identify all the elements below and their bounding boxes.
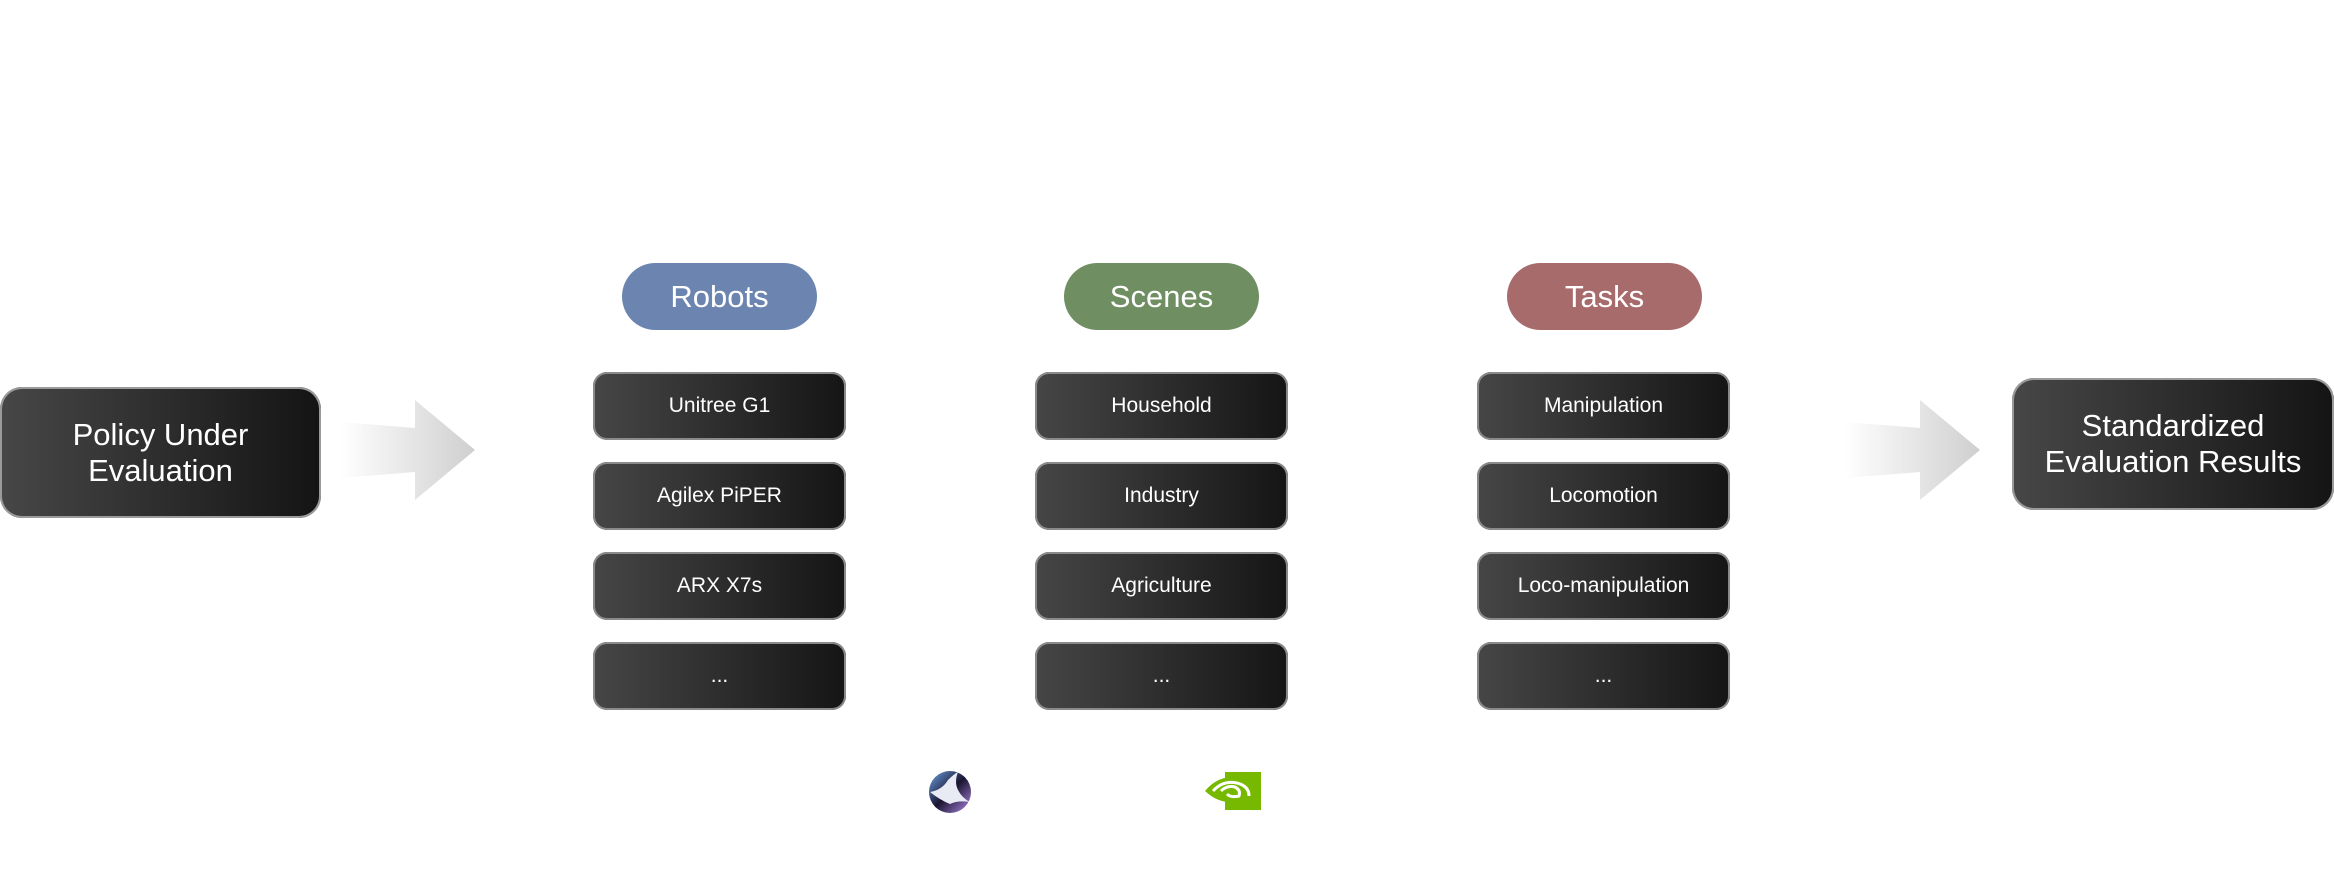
input-line1: Policy Under bbox=[72, 416, 249, 452]
task-item: ... bbox=[1477, 642, 1730, 710]
scene-item: Agriculture bbox=[1035, 552, 1288, 620]
task-item: Manipulation bbox=[1477, 372, 1730, 440]
scene-item: Industry bbox=[1035, 462, 1288, 530]
arrow-right-icon bbox=[340, 400, 475, 500]
scene-item: ... bbox=[1035, 642, 1288, 710]
circular-partner-logo-icon bbox=[929, 771, 971, 813]
robot-item: Unitree G1 bbox=[593, 372, 846, 440]
arrow-right-icon bbox=[1845, 400, 1980, 500]
input-line2: Evaluation bbox=[88, 452, 233, 488]
task-item: Loco-manipulation bbox=[1477, 552, 1730, 620]
task-item: Locomotion bbox=[1477, 462, 1730, 530]
output-line2: Evaluation Results bbox=[2044, 444, 2302, 479]
nvidia-logo-icon bbox=[1205, 772, 1261, 810]
tasks-header: Tasks bbox=[1507, 263, 1702, 330]
scene-item: Household bbox=[1035, 372, 1288, 440]
robot-item: ... bbox=[593, 642, 846, 710]
output-line1: Standardized bbox=[2081, 408, 2265, 443]
robot-item: ARX X7s bbox=[593, 552, 846, 620]
robots-header: Robots bbox=[622, 263, 817, 330]
scenes-header: Scenes bbox=[1064, 263, 1259, 330]
robot-item: Agilex PiPER bbox=[593, 462, 846, 530]
